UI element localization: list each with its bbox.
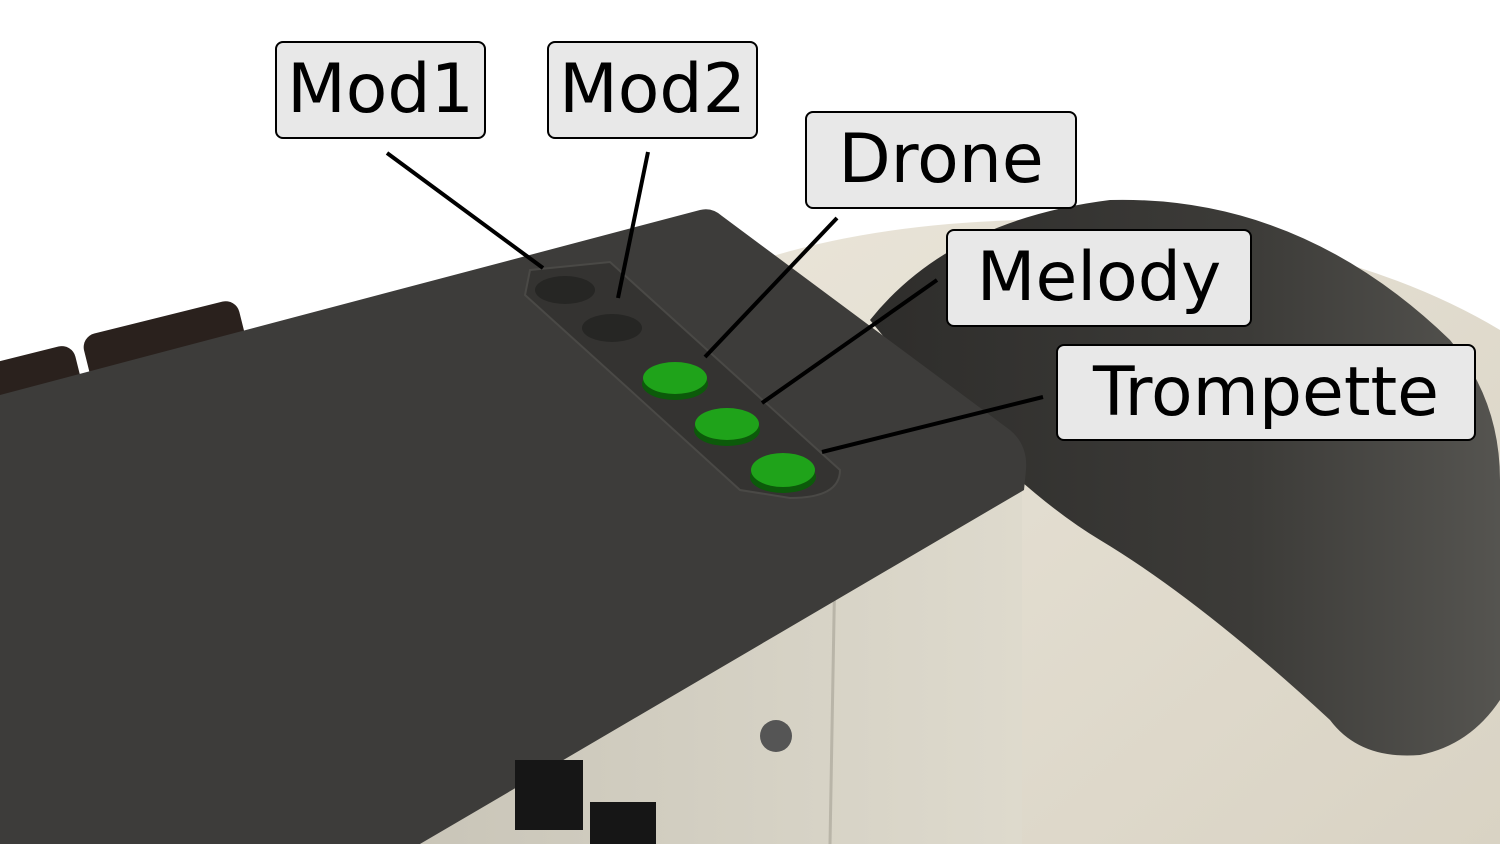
screw-icon — [760, 720, 792, 752]
mod1-label: Mod1 — [275, 41, 486, 139]
trompette-button[interactable] — [751, 453, 815, 487]
drone-label: Drone — [805, 111, 1077, 209]
melody-label: Melody — [946, 229, 1252, 327]
port — [590, 802, 656, 844]
mod2-label: Mod2 — [547, 41, 758, 139]
mod2-button[interactable] — [582, 314, 642, 342]
mod1-button[interactable] — [535, 276, 595, 304]
trompette-label: Trompette — [1056, 344, 1476, 441]
body-top — [0, 209, 1027, 844]
leader-lines — [385, 151, 1044, 454]
port — [515, 760, 583, 830]
drone-button[interactable] — [643, 362, 707, 394]
handle — [870, 199, 1500, 756]
melody-button[interactable] — [695, 408, 759, 440]
